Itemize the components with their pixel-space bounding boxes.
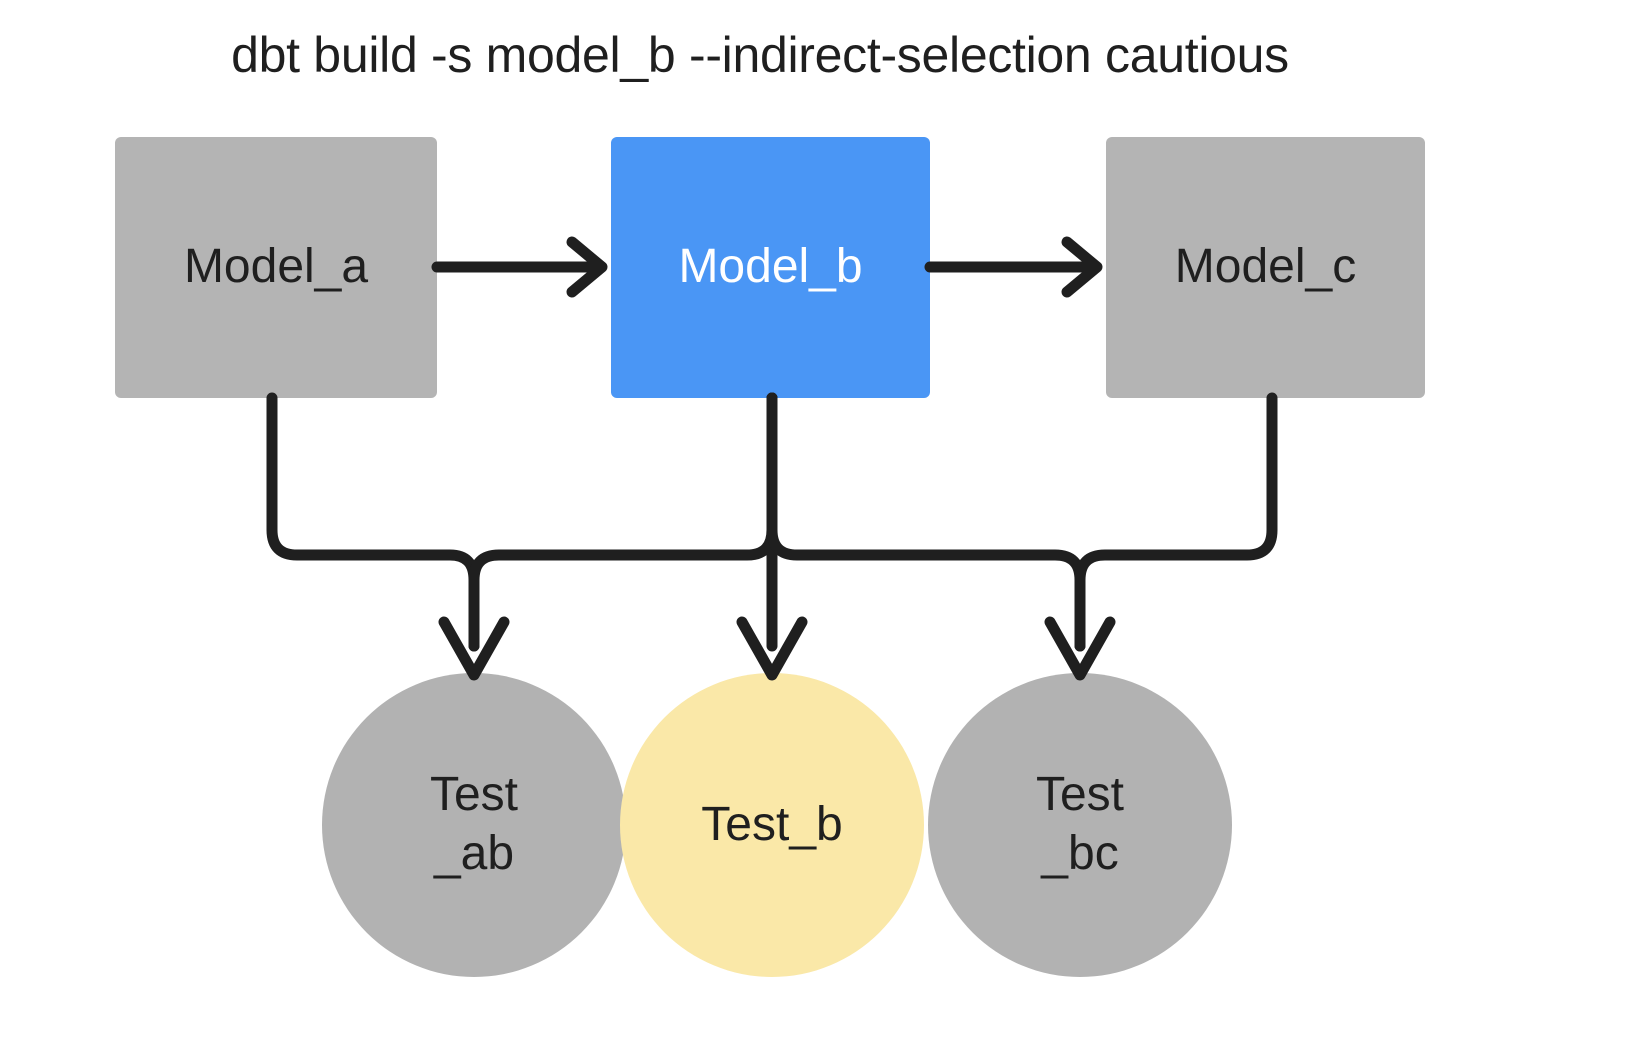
edge-arrowhead-test_b <box>736 616 808 681</box>
test-node-test_bc[interactable] <box>928 673 1232 977</box>
edge-model_a-to-test_ab <box>266 392 480 652</box>
edge-model_b-to-test_bc <box>766 392 1086 652</box>
model-nodes-group <box>115 137 1425 398</box>
model-node-model_a[interactable] <box>115 137 437 398</box>
edge-model_b-to-test_ab <box>468 392 778 652</box>
edge-model_c-to-test_bc <box>1074 392 1278 652</box>
diagram-title: dbt build -s model_b --indirect-selectio… <box>231 27 1289 83</box>
edges-group <box>266 236 1278 681</box>
test-node-test_ab[interactable] <box>322 673 626 977</box>
edge-arrowhead-test_bc <box>1044 616 1116 681</box>
model-node-model_b[interactable] <box>611 137 930 398</box>
test-nodes-group <box>322 673 1232 977</box>
test-node-test_b[interactable] <box>620 673 924 977</box>
edge-model_b-to-model_c-arrowhead <box>1061 236 1103 298</box>
model-node-model_c[interactable] <box>1106 137 1425 398</box>
edge-arrowhead-test_ab <box>438 616 510 681</box>
edge-model_a-to-model_b-arrowhead <box>566 236 608 298</box>
